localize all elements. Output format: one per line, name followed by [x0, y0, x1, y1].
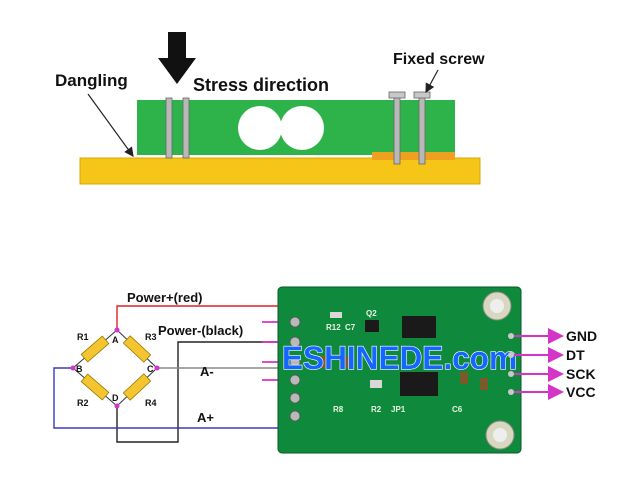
pad-a-minus [289, 356, 301, 368]
pad-b-minus [289, 392, 301, 404]
label-stress-direction: Stress direction [193, 75, 329, 95]
resistor-r2 [80, 373, 110, 401]
pin-label-gnd: GND [566, 328, 597, 344]
smd-part-3 [345, 356, 353, 368]
silk-q2: Q2 [366, 309, 377, 318]
header-pin-sck [508, 371, 514, 377]
resistor-r4-label: R4 [145, 398, 157, 408]
wire-power-minus [116, 341, 279, 443]
smd-part-5 [460, 372, 468, 384]
pcb [277, 286, 522, 454]
screw-left-2 [182, 97, 190, 159]
node-b-dot [70, 365, 76, 371]
ic-chip-bottom [400, 372, 438, 396]
smd-part-1 [330, 312, 342, 318]
label-power-plus: Power+(red) [127, 290, 203, 305]
screw-head-1 [388, 91, 406, 99]
node-c-label: C [147, 364, 154, 374]
node-a-label: A [112, 335, 119, 345]
smd-part-6 [480, 378, 488, 390]
pin-label-dt: DT [566, 347, 585, 363]
silk-r12: R12 [326, 323, 341, 332]
screw-left-1 [165, 97, 173, 159]
silk-c6: C6 [452, 405, 463, 414]
smd-part-2 [318, 356, 326, 368]
transistor-q2 [365, 320, 379, 332]
node-d-dot [114, 403, 120, 409]
mount-hole-inner-1 [490, 299, 504, 313]
header-pin-vcc [508, 389, 514, 395]
beam-hole-left [238, 106, 282, 150]
pad-e-minus [289, 336, 301, 348]
resistor-r2-label: R2 [77, 398, 89, 408]
hx711-board: R12 C7 Q2 R8 R2 JP1 C6 ESHINEDE.com GND … [277, 286, 597, 454]
silk-jp1: JP1 [391, 405, 406, 414]
eshinede-watermark: ESHINEDE.com [282, 340, 517, 376]
ic-chip-top [402, 316, 436, 338]
beam-hole-right [280, 106, 324, 150]
resistor-r3-label: R3 [145, 332, 157, 342]
spacer-block [372, 152, 455, 160]
node-c-dot [154, 365, 160, 371]
label-a-minus: A- [200, 364, 214, 379]
resistor-r1 [80, 335, 110, 363]
label-fixed-screw: Fixed screw [393, 51, 485, 68]
stress-arrow-icon [158, 32, 196, 84]
header-pin-dt [508, 352, 514, 358]
smd-part-4 [370, 380, 382, 388]
silk-c7: C7 [345, 323, 356, 332]
label-power-minus: Power-(black) [158, 323, 243, 338]
silk-r8: R8 [333, 405, 344, 414]
label-a-plus: A+ [197, 410, 214, 425]
fixed-screw-pointer [425, 69, 439, 94]
silk-r2: R2 [371, 405, 382, 414]
wheatstone-bridge: A B C D R1 R3 R2 R4 Power+(red) Power-(b… [53, 290, 295, 443]
base-plate [79, 157, 481, 185]
node-a-dot [114, 327, 120, 333]
mount-hole-inner-2 [493, 428, 507, 442]
header-pin-gnd [508, 333, 514, 339]
dangling-pointer [87, 93, 134, 157]
pin-label-sck: SCK [566, 366, 596, 382]
pad-e-plus [289, 316, 301, 328]
screw-right-2 [418, 95, 426, 165]
load-cell-mounting-illustration: Dangling Stress direction Fixed screw [55, 32, 485, 185]
pad-a-plus [289, 374, 301, 386]
screw-right-1 [393, 95, 401, 165]
node-d-label: D [112, 393, 119, 403]
pad-b-plus [289, 410, 301, 422]
screw-head-2 [413, 91, 431, 99]
resistor-r1-label: R1 [77, 332, 89, 342]
node-b-label: B [76, 364, 83, 374]
label-dangling: Dangling [55, 71, 128, 90]
resistor-r3 [122, 335, 152, 363]
pin-label-vcc: VCC [566, 384, 596, 400]
resistor-r4 [122, 373, 152, 401]
